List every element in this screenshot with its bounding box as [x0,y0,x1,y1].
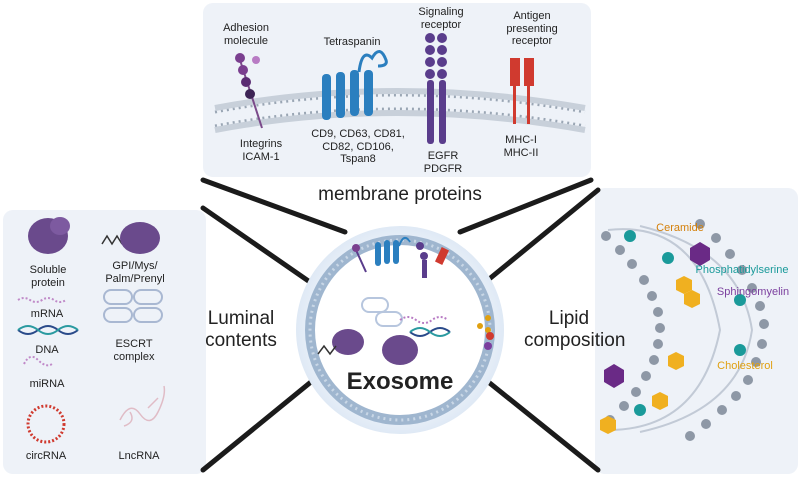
lipid-item-phosphatidylserine: Phosphatidylserine [695,264,789,276]
exosome-vesicle [296,226,504,434]
mrna-icon [17,297,67,303]
protein-examples-tetraspanin: CD9, CD63, CD81, CD82, CD106, Tspan8 [311,128,405,166]
dna-icon [17,325,79,335]
adhesion-molecule-icon [235,53,263,129]
protein-examples-antigen: MHC-I MHC-II [503,134,539,159]
sphingomyelin-heads [604,242,710,388]
exosome-title: Exosome [346,368,454,395]
lipid-heads-outer [601,219,769,441]
phosphatidylserine-heads [624,230,746,416]
circrna-icon [26,404,66,444]
luminal-item-mirna: miRNA [29,378,65,390]
soluble-protein-icon [28,217,70,254]
protein-name-antigen: Antigen presenting receptor [506,10,558,48]
luminal-contents-heading: Luminal contents [205,308,277,351]
mhc-receptor-icon [510,58,534,124]
mirna-icon [23,355,53,367]
lipid-item-cholesterol: Cholesterol [717,360,773,372]
exosome-surface-proteins [352,236,450,278]
luminal-contents-panel [3,210,206,474]
protein-name-signaling: Signaling receptor [418,6,464,31]
lipid-item-ceramide: Ceramide [656,222,704,234]
lipid-item-sphingomyelin: Sphingomyelin [716,286,790,298]
gpi-anchored-protein-icon [101,222,160,254]
protein-name-adhesion: Adhesion molecule [223,22,269,47]
luminal-item-mrna: mRNA [30,308,64,320]
escrt-complex-icon [103,289,163,323]
membrane-bilayer [214,88,586,133]
tetraspanin-icon [322,50,388,120]
protein-examples-adhesion: Integrins ICAM-1 [239,138,283,163]
membrane-proteins-heading: membrane proteins [318,184,482,205]
lipid-composition-heading: Lipid composition [524,308,626,351]
luminal-item-soluble-protein: Soluble protein [29,264,67,289]
protein-name-tetraspanin: Tetraspanin [323,36,381,48]
protein-examples-signaling: EGFR PDGFR [423,150,463,175]
luminal-item-circrna: circRNA [25,450,67,462]
exosome-luminal-cargo [317,297,494,365]
cholesterol-molecules [600,276,700,434]
luminal-item-gpi: GPI/Mys/ Palm/Prenyl [105,260,165,285]
luminal-item-dna: DNA [35,344,59,356]
lncrna-icon [119,385,166,427]
luminal-item-lncrna: LncRNA [118,450,160,462]
signaling-receptor-icon [425,33,447,144]
luminal-item-escrt: ESCRT complex [113,338,155,363]
